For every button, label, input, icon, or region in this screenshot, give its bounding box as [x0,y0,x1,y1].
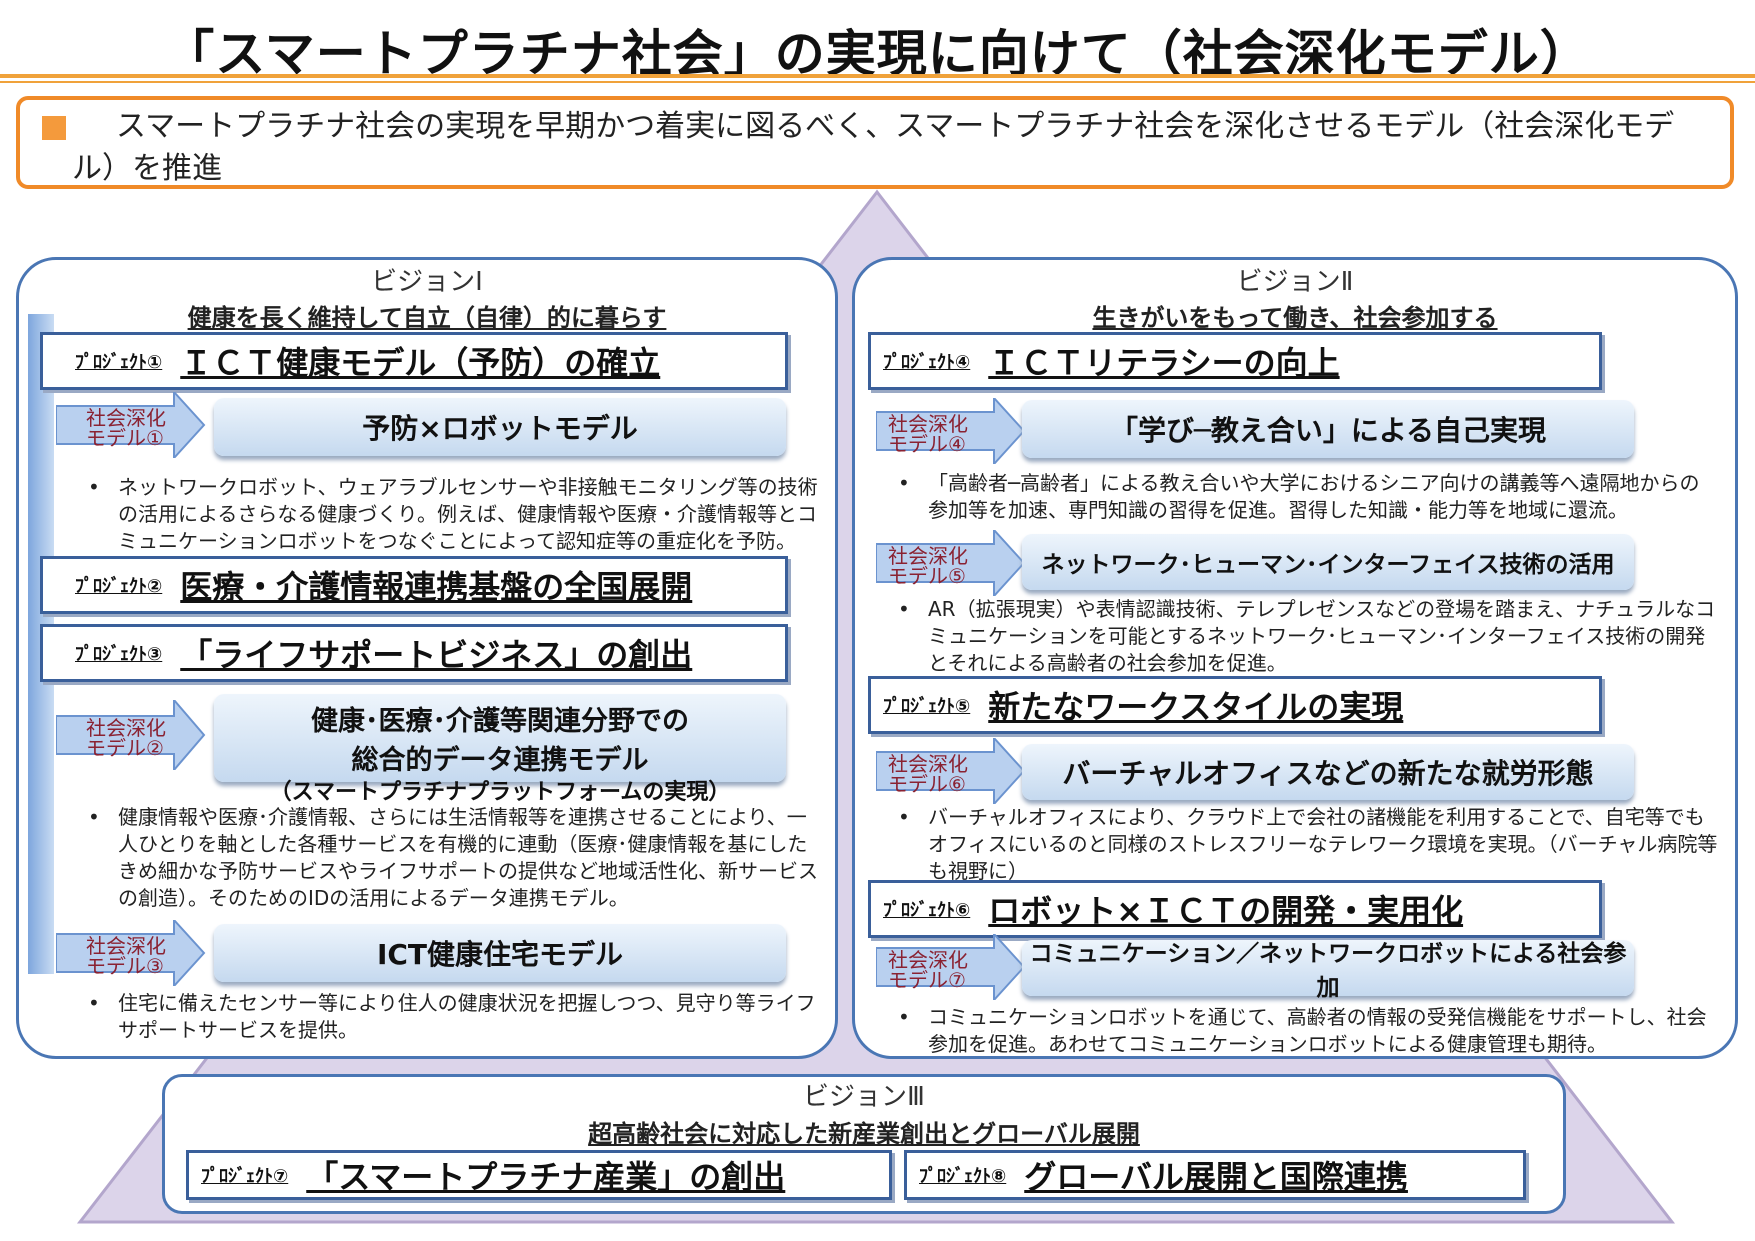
bullet-icon: • [88,991,100,1015]
model-title: バーチャルオフィスなどの新たな就労形態 [1062,757,1594,790]
model-2-tag: 社会深化モデル② [86,716,166,760]
project-id: ﾌﾟﾛｼﾞｪｸﾄ③ [75,644,163,665]
vision2-subtitle: 生きがいをもって働き、社会参加する [1092,304,1498,332]
arrow-icon [56,392,206,458]
model-5-description: • AR（拡張現実）や表情認識技術、テレプレゼンスなどの登場を踏まえ、ナチュラル… [898,597,1716,675]
project-5-box: ﾌﾟﾛｼﾞｪｸﾄ⑤ 新たなワークスタイルの実現 [868,676,1602,734]
model-1-description: • ネットワークロボット、ウェアラブルセンサーや非接触モニタリング等の技術の活用… [88,475,818,553]
vision2-label: ビジョンⅡ [1236,267,1354,297]
project-title: 「ライフサポートビジネス」の創出 [180,636,693,674]
project-title: ロボット×ＩＣＴの開発・実用化 [988,892,1464,930]
project-title: グローバル展開と国際連携 [1024,1158,1408,1196]
project-id: ﾌﾟﾛｼﾞｪｸﾄ⑥ [883,900,971,921]
model-3-box: ICT健康住宅モデル [214,924,786,982]
project-title: ＩＣＴ健康モデル（予防）の確立 [180,344,661,382]
project-id: ﾌﾟﾛｼﾞｪｸﾄ④ [883,352,971,373]
project-id: ﾌﾟﾛｼﾞｪｸﾄ① [75,352,163,373]
model-2-description: • 健康情報や医療･介護情報、さらには生活情報等を連携させることにより、一人ひと… [88,805,818,910]
model-5-box: ネットワーク･ヒューマン･インターフェイス技術の活用 [1022,534,1634,590]
page-title: 「スマートプラチナ社会」の実現に向けて（社会深化モデル） [164,25,1591,83]
model-title: 「学び─教え合い」による自己実現 [1109,414,1547,447]
project-6-box: ﾌﾟﾛｼﾞｪｸﾄ⑥ ロボット×ＩＣＴの開発・実用化 [868,880,1602,938]
project-title: 「スマートプラチナ産業」の創出 [306,1158,786,1196]
model-title-line2: 総合的データ連携モデル [351,745,649,776]
project-id: ﾌﾟﾛｼﾞｪｸﾄ② [75,576,163,597]
arrow-icon [876,934,1026,1000]
bullet-icon: • [898,597,910,621]
project-title: ＩＣＴリテラシーの向上 [988,344,1340,382]
project-title: 新たなワークスタイルの実現 [988,688,1404,726]
model-5-tag: 社会深化モデル⑤ [888,544,968,588]
project-3-box: ﾌﾟﾛｼﾞｪｸﾄ③ 「ライフサポートビジネス」の創出 [40,624,788,682]
model-6-description: • バーチャルオフィスにより、クラウド上で会社の諸機能を利用することで、自宅等で… [898,805,1718,883]
model-1-box: 予防×ロボットモデル [214,398,786,456]
model-title-line1: 健康･医療･介護等関連分野での [311,706,689,737]
vision3-label: ビジョンⅢ [803,1082,925,1112]
bullet-icon: • [898,1005,910,1029]
model-6-tag: 社会深化モデル⑥ [888,752,968,796]
arrow-icon [56,700,206,770]
model-7-description: • コミュニケーションロボットを通じて、高齢者の情報の受発信機能をサポートし、社… [898,1005,1707,1056]
model-3-description: • 住宅に備えたセンサー等により住人の健康状況を把握しつつ、見守り等ライフサポー… [88,991,816,1042]
project-id: ﾌﾟﾛｼﾞｪｸﾄ⑦ [201,1166,289,1187]
arrow-icon [56,920,206,986]
model-title: コミュニケーション／ネットワークロボットによる社会参加 [1029,941,1627,1001]
bullet-icon: • [88,805,100,829]
model-7-box: コミュニケーション／ネットワークロボットによる社会参加 [1022,940,1634,1001]
square-bullet-icon [42,116,66,140]
vision3-subtitle: 超高齢社会に対応した新産業創出とグローバル展開 [588,1120,1140,1148]
project-title: 医療・介護情報連携基盤の全国展開 [180,568,693,606]
model-title: ICT健康住宅モデル [376,938,624,971]
model-2-subtitle: （スマートプラチナプラットフォームの実現） [269,780,731,805]
project-id: ﾌﾟﾛｼﾞｪｸﾄ⑤ [883,696,971,717]
project-7-box: ﾌﾟﾛｼﾞｪｸﾄ⑦ 「スマートプラチナ産業」の創出 [186,1150,892,1200]
model-6-box: バーチャルオフィスなどの新たな就労形態 [1022,744,1634,800]
arrow-icon [876,398,1026,464]
model-4-box: 「学び─教え合い」による自己実現 [1022,400,1634,458]
model-4-description: • 「高齢者─高齢者」による教え合いや大学におけるシニア向けの講義等へ遠隔地から… [898,471,1700,522]
project-1-box: ﾌﾟﾛｼﾞｪｸﾄ① ＩＣＴ健康モデル（予防）の確立 [40,332,788,390]
project-2-box: ﾌﾟﾛｼﾞｪｸﾄ② 医療・介護情報連携基盤の全国展開 [40,556,788,614]
title-underline [0,74,1755,78]
summary-box: スマートプラチナ社会の実現を早期かつ着実に図るべく、スマートプラチナ社会を深化さ… [16,96,1734,189]
project-8-box: ﾌﾟﾛｼﾞｪｸﾄ⑧ グローバル展開と国際連携 [904,1150,1526,1200]
arrow-icon [876,530,1026,596]
model-3-tag: 社会深化モデル③ [86,934,166,978]
model-7-tag: 社会深化モデル⑦ [888,948,968,992]
summary-text: スマートプラチナ社会の実現を早期かつ着実に図るべく、スマートプラチナ社会を深化さ… [72,109,1675,186]
vision1-subtitle: 健康を長く維持して自立（自律）的に暮らす [187,304,667,332]
project-id: ﾌﾟﾛｼﾞｪｸﾄ⑧ [919,1166,1007,1187]
model-title: ネットワーク･ヒューマン･インターフェイス技術の活用 [1041,552,1615,578]
arrow-icon [876,738,1026,804]
model-4-tag: 社会深化モデル④ [888,412,968,456]
bullet-icon: • [898,471,910,495]
model-2-box: 健康･医療･介護等関連分野での 総合的データ連携モデル [214,694,786,782]
model-1-tag: 社会深化モデル① [86,406,166,450]
model-title: 予防×ロボットモデル [362,412,638,445]
bullet-icon: • [88,475,100,499]
project-4-box: ﾌﾟﾛｼﾞｪｸﾄ④ ＩＣＴリテラシーの向上 [868,332,1602,390]
bullet-icon: • [898,805,910,829]
title-underline-thin [0,81,1755,83]
vision1-label: ビジョンⅠ [371,267,483,297]
